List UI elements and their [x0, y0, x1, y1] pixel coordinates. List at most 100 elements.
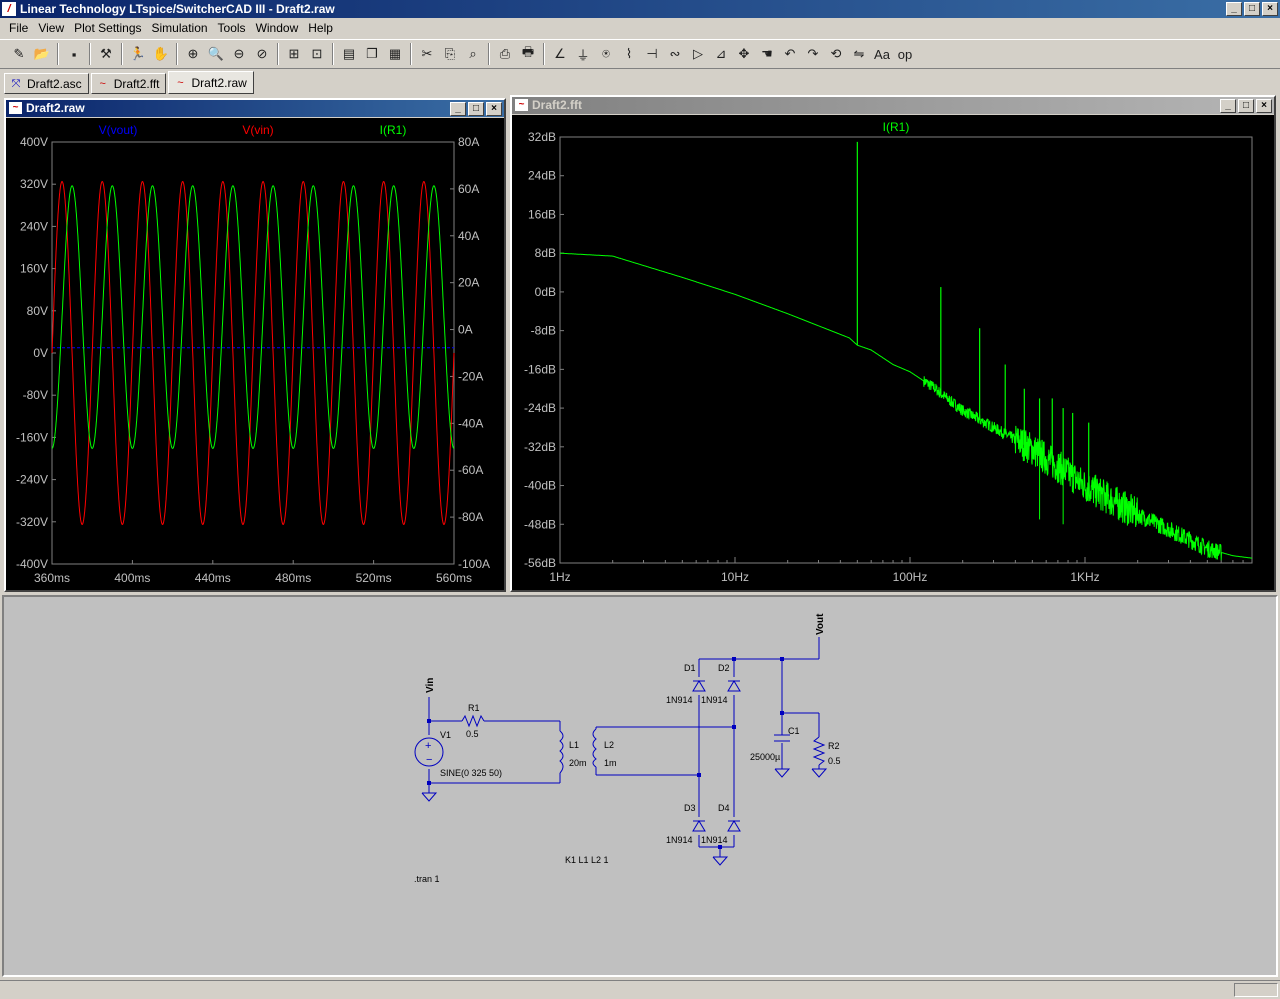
legend-entry[interactable]: V(vin): [242, 123, 273, 137]
r2-value[interactable]: 0.5: [828, 756, 841, 766]
v1-voltage-source[interactable]: + −: [414, 737, 444, 767]
copy-icon[interactable]: ⎘: [444, 46, 456, 61]
r1-value[interactable]: 0.5: [466, 729, 479, 739]
zoom-fit-icon[interactable]: ⊡: [311, 46, 323, 61]
raw-window-title-bar[interactable]: ~ Draft2.raw _ □ ×: [6, 100, 504, 117]
tab-draft2-raw[interactable]: ~Draft2.raw: [168, 71, 254, 94]
l1-label[interactable]: L1: [569, 740, 579, 750]
app-close-button[interactable]: ×: [1262, 2, 1278, 16]
rotate-icon[interactable]: ⟲: [830, 46, 842, 61]
legend-entry[interactable]: I(R1): [380, 123, 407, 137]
fft-close-button[interactable]: ×: [1256, 99, 1272, 113]
fft-window-title-bar[interactable]: ~ Draft2.fft _ □ ×: [512, 97, 1274, 114]
schematic-canvas[interactable]: + − Vin Vout R1 0.5 V1 SINE(0 325 50) L1…: [4, 597, 1276, 975]
d3-label[interactable]: D3: [684, 803, 696, 813]
print-icon[interactable]: 🖶: [521, 44, 535, 59]
r1-resistor[interactable]: [461, 714, 485, 728]
ground-icon[interactable]: ⏚: [576, 47, 590, 63]
v1-label[interactable]: V1: [440, 730, 451, 740]
l2-label[interactable]: L2: [604, 740, 614, 750]
transient-plot[interactable]: 400V320V240V160V80V0V-80V-160V-240V-320V…: [6, 118, 504, 590]
cut-icon[interactable]: ✂: [421, 46, 433, 61]
raw-minimize-button[interactable]: _: [450, 102, 466, 116]
mirror-icon[interactable]: ⇋: [853, 46, 865, 61]
print-preview-icon[interactable]: ⎙: [499, 46, 511, 61]
control-panel-icon[interactable]: ⚒: [100, 46, 112, 61]
d1-label[interactable]: D1: [684, 663, 696, 673]
series-trace[interactable]: [560, 252, 1253, 561]
move-icon[interactable]: ✥: [738, 46, 750, 61]
d2-diode[interactable]: [727, 680, 741, 692]
undo-icon[interactable]: ↶: [784, 46, 796, 61]
c1-value[interactable]: 25000µ: [750, 752, 780, 762]
halt-icon[interactable]: ✋: [152, 46, 170, 61]
series-trace[interactable]: [51, 181, 455, 525]
resistor-icon[interactable]: ⌇: [625, 46, 633, 61]
fft-plot[interactable]: 32dB24dB16dB8dB0dB-8dB-16dB-24dB-32dB-40…: [512, 115, 1274, 590]
tab-draft2-asc[interactable]: ⤧Draft2.asc: [4, 73, 89, 94]
schematic-editor[interactable]: + − Vin Vout R1 0.5 V1 SINE(0 325 50) L1…: [2, 595, 1278, 977]
l2-inductor[interactable]: [592, 728, 597, 768]
l2-value[interactable]: 1m: [604, 758, 617, 768]
drag-icon[interactable]: ☚: [761, 46, 773, 61]
zoom-out-icon[interactable]: ⊖: [233, 46, 245, 61]
fft-maximize-button[interactable]: □: [1238, 99, 1254, 113]
component-icon[interactable]: ⊿: [715, 46, 727, 61]
legend-entry[interactable]: V(vout): [99, 123, 138, 137]
cascade-icon[interactable]: ❐: [366, 46, 378, 61]
menu-window[interactable]: Window: [255, 21, 299, 35]
l1-inductor[interactable]: [559, 730, 564, 774]
v1-value[interactable]: SINE(0 325 50): [440, 768, 502, 778]
c1-capacitor[interactable]: [774, 734, 790, 742]
d1-model[interactable]: 1N914: [666, 695, 693, 705]
menu-plot-settings[interactable]: Plot Settings: [74, 21, 142, 35]
menu-simulation[interactable]: Simulation: [151, 21, 208, 35]
l1-value[interactable]: 20m: [569, 758, 587, 768]
fft-minimize-button[interactable]: _: [1220, 99, 1236, 113]
coupling-directive[interactable]: K1 L1 L2 1: [565, 855, 609, 865]
d4-label[interactable]: D4: [718, 803, 730, 813]
raw-maximize-button[interactable]: □: [468, 102, 484, 116]
net-label-vin[interactable]: Vin: [425, 678, 436, 693]
zoom-cancel-icon[interactable]: ⊘: [256, 46, 268, 61]
menu-view[interactable]: View: [38, 21, 65, 35]
label-icon[interactable]: ⍟: [602, 46, 610, 61]
menu-help[interactable]: Help: [308, 21, 333, 35]
save-icon[interactable]: ▪: [71, 46, 77, 62]
redo-icon[interactable]: ↷: [807, 46, 819, 61]
d3-diode[interactable]: [692, 820, 706, 832]
inductor-icon[interactable]: ∾: [669, 46, 681, 61]
c1-label[interactable]: C1: [788, 726, 800, 736]
zoom-back-icon[interactable]: 🔍: [207, 46, 225, 61]
d3-model[interactable]: 1N914: [666, 835, 693, 845]
tab-draft2-fft[interactable]: ~Draft2.fft: [90, 73, 167, 94]
series-trace[interactable]: [51, 185, 455, 449]
app-restore-button[interactable]: □: [1244, 2, 1260, 16]
tile-vertical-icon[interactable]: ▦: [388, 46, 402, 61]
d2-label[interactable]: D2: [718, 663, 730, 673]
d1-diode[interactable]: [692, 680, 706, 692]
net-label-vout[interactable]: Vout: [815, 613, 826, 635]
text-icon[interactable]: Aa: [874, 46, 890, 62]
r1-label[interactable]: R1: [468, 703, 480, 713]
tile-horizontal-icon[interactable]: ▤: [342, 46, 356, 61]
wire-icon[interactable]: ∠: [554, 46, 566, 61]
autorange-icon[interactable]: ⊞: [288, 46, 300, 61]
legend-entry[interactable]: I(R1): [883, 120, 910, 134]
r2-label[interactable]: R2: [828, 741, 840, 751]
r2-resistor[interactable]: [812, 736, 826, 766]
d4-model[interactable]: 1N914: [701, 835, 728, 845]
diode-icon[interactable]: ▷: [693, 46, 703, 61]
spice-directive-icon[interactable]: op: [897, 46, 913, 62]
capacitor-icon[interactable]: ⊣: [646, 46, 658, 61]
app-minimize-button[interactable]: _: [1226, 2, 1242, 16]
run-icon[interactable]: 🏃: [129, 46, 147, 61]
raw-close-button[interactable]: ×: [486, 102, 502, 116]
d4-diode[interactable]: [727, 820, 741, 832]
ltspice-logo-icon[interactable]: /: [2, 2, 16, 16]
menu-tools[interactable]: Tools: [217, 21, 246, 35]
